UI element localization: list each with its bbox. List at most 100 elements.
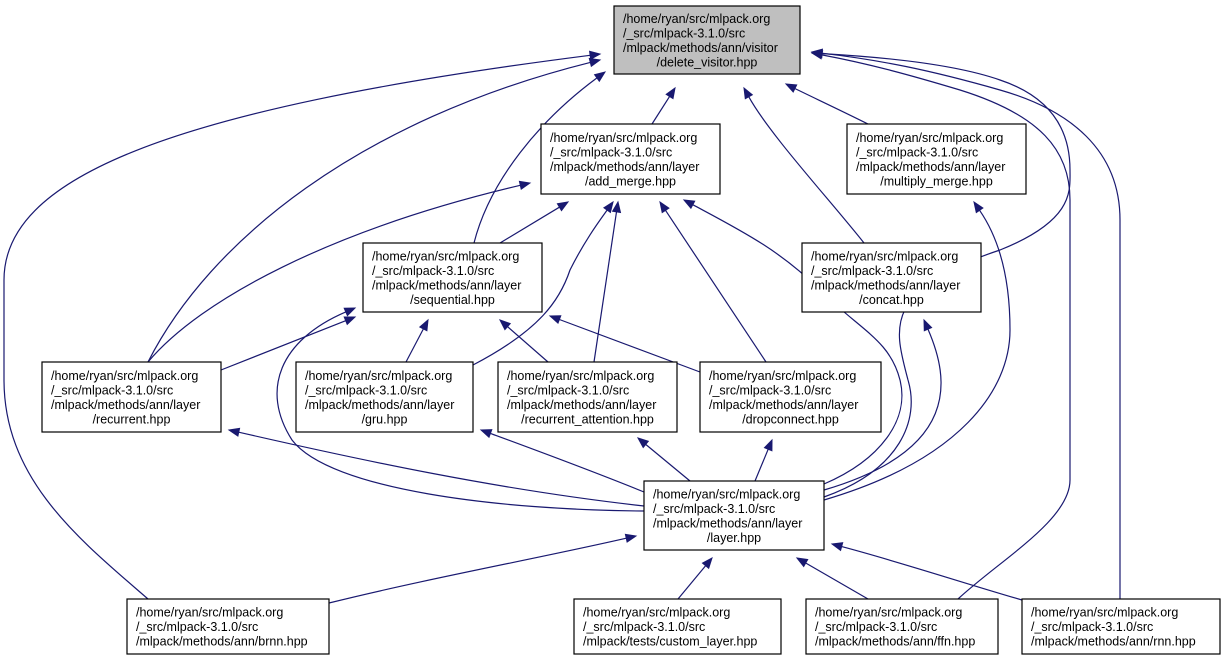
node-label-line: /_src/mlpack-3.1.0/src xyxy=(815,620,937,634)
node-label-line: /home/ryan/src/mlpack.org xyxy=(550,131,697,145)
node-label-line: /home/ryan/src/mlpack.org xyxy=(51,369,198,383)
node-box xyxy=(362,242,543,313)
node-label-line: /home/ryan/src/mlpack.org xyxy=(811,249,958,263)
edge-line xyxy=(507,326,549,363)
edge-line xyxy=(748,96,865,244)
node-label-line: /_src/mlpack-3.1.0/src xyxy=(305,383,427,397)
node-label-line: /home/ryan/src/mlpack.org xyxy=(372,249,519,263)
edge-line xyxy=(220,320,346,371)
node-label-line: /home/ryan/src/mlpack.org xyxy=(623,12,770,26)
edge-multiply_merge-to-delete_visitor xyxy=(784,83,869,125)
node-label-line: /recurrent.hpp xyxy=(93,412,171,426)
edge-layer-to-sequential xyxy=(276,307,645,512)
node-recurrent-attention[interactable]: /home/ryan/src/mlpack.org/_src/mlpack-3.… xyxy=(497,361,678,433)
arrowhead-icon xyxy=(588,57,602,68)
arrowhead-icon xyxy=(810,48,823,58)
node-add-merge[interactable]: /home/ryan/src/mlpack.org/_src/mlpack-3.… xyxy=(540,123,721,195)
node-box xyxy=(126,598,330,655)
node-recurrent[interactable]: /home/ryan/src/mlpack.org/_src/mlpack-3.… xyxy=(41,361,222,433)
edge-recurrent-to-add_merge xyxy=(147,180,532,363)
node-label-line: /_src/mlpack-3.1.0/src xyxy=(709,383,831,397)
node-custom-layer[interactable]: /home/ryan/src/mlpack.org/_src/mlpack-3.… xyxy=(573,598,782,655)
node-label-line: /mlpack/methods/ann/layer xyxy=(811,278,960,292)
edge-add_merge-to-delete_visitor xyxy=(651,86,676,125)
edge-line xyxy=(3,54,591,600)
edge-line xyxy=(276,311,645,512)
edge-gru-to-add_merge xyxy=(472,200,614,366)
node-label-line: /home/ryan/src/mlpack.org xyxy=(1031,606,1178,620)
edge-layer-to-concat xyxy=(823,318,942,491)
node-label-line: /mlpack/methods/ann/layer xyxy=(51,398,200,412)
arrowhead-icon xyxy=(589,50,602,60)
node-layer[interactable]: /home/ryan/src/mlpack.org/_src/mlpack-3.… xyxy=(643,480,825,551)
node-label-line: /home/ryan/src/mlpack.org xyxy=(815,606,962,620)
node-brnn[interactable]: /home/ryan/src/mlpack.org/_src/mlpack-3.… xyxy=(126,598,330,655)
edge-line xyxy=(147,61,591,363)
node-label-line: /_src/mlpack-3.1.0/src xyxy=(811,264,933,278)
edge-layer-to-recurrent xyxy=(227,427,645,507)
node-label-line: /_src/mlpack-3.1.0/src xyxy=(583,620,705,634)
node-box xyxy=(846,123,1027,195)
edge-layer-to-gru xyxy=(479,429,645,493)
node-box xyxy=(613,5,801,75)
node-label-line: /_src/mlpack-3.1.0/src xyxy=(372,264,494,278)
edge-line xyxy=(651,96,671,125)
node-dropconnect[interactable]: /home/ryan/src/mlpack.org/_src/mlpack-3.… xyxy=(699,361,882,433)
edge-line xyxy=(328,537,627,604)
edge-gru-to-sequential xyxy=(405,318,429,363)
node-delete-visitor[interactable]: /home/ryan/src/mlpack.org/_src/mlpack-3.… xyxy=(613,5,801,75)
arrowhead-icon xyxy=(418,318,429,332)
node-label-line: /layer.hpp xyxy=(707,531,761,545)
node-rnn[interactable]: /home/ryan/src/mlpack.org/_src/mlpack-3.… xyxy=(1021,598,1221,655)
node-box xyxy=(540,123,721,195)
edge-sequential-to-delete_visitor xyxy=(473,71,607,244)
node-label-line: /_src/mlpack-3.1.0/src xyxy=(507,383,629,397)
node-label-line: /mlpack/methods/ann/rnn.hpp xyxy=(1031,635,1196,649)
node-label-line: /_src/mlpack-3.1.0/src xyxy=(623,26,745,40)
edge-line xyxy=(499,206,560,244)
edge-rnn-to-delete_visitor xyxy=(810,48,1121,599)
node-gru[interactable]: /home/ryan/src/mlpack.org/_src/mlpack-3.… xyxy=(295,361,474,433)
node-label-line: /mlpack/methods/ann/layer xyxy=(305,398,454,412)
edge-line xyxy=(692,204,903,485)
edge-line xyxy=(473,77,598,244)
arrowhead-icon xyxy=(227,427,241,437)
node-label-line: /mlpack/methods/ann/layer xyxy=(372,278,521,292)
edge-layer-to-multiply_merge xyxy=(823,200,1011,501)
arrowhead-icon xyxy=(636,437,650,449)
node-label-line: /_src/mlpack-3.1.0/src xyxy=(653,502,775,516)
node-label-line: /home/ryan/src/mlpack.org xyxy=(583,606,730,620)
arrowhead-icon xyxy=(556,201,570,212)
arrowhead-icon xyxy=(784,83,798,93)
arrowhead-icon xyxy=(498,319,512,331)
edge-sequential-to-add_merge xyxy=(499,201,570,244)
node-ffn[interactable]: /home/ryan/src/mlpack.org/_src/mlpack-3.… xyxy=(805,598,999,655)
node-label-line: /_src/mlpack-3.1.0/src xyxy=(856,145,978,159)
edge-line xyxy=(472,209,608,366)
arrowhead-icon xyxy=(479,429,493,439)
edge-line xyxy=(823,328,942,491)
node-concat[interactable]: /home/ryan/src/mlpack.org/_src/mlpack-3.… xyxy=(801,242,982,313)
node-box xyxy=(699,361,882,433)
edges xyxy=(3,48,1121,604)
edge-line xyxy=(794,87,869,125)
node-box xyxy=(41,361,222,433)
edge-recurrent-to-sequential xyxy=(220,316,357,371)
arrowhead-icon xyxy=(343,316,357,326)
edge-layer-to-recurrent_attention xyxy=(636,437,691,482)
nodes: /home/ryan/src/mlpack.org/_src/mlpack-3.… xyxy=(41,5,1221,655)
edge-line xyxy=(147,184,521,363)
arrowhead-icon xyxy=(518,180,532,191)
edge-concat-to-delete_visitor xyxy=(743,86,865,244)
edge-line xyxy=(664,209,767,363)
edge-line xyxy=(238,431,645,507)
arrowhead-icon xyxy=(743,86,754,100)
arrowhead-icon xyxy=(603,200,614,214)
node-sequential[interactable]: /home/ryan/src/mlpack.org/_src/mlpack-3.… xyxy=(362,242,543,313)
node-label-line: /mlpack/methods/ann/layer xyxy=(856,160,1005,174)
arrowhead-icon xyxy=(343,307,357,317)
edge-layer-to-dropconnect xyxy=(754,438,773,482)
node-label-line: /multiply_merge.hpp xyxy=(880,174,993,188)
node-multiply-merge[interactable]: /home/ryan/src/mlpack.org/_src/mlpack-3.… xyxy=(846,123,1027,195)
